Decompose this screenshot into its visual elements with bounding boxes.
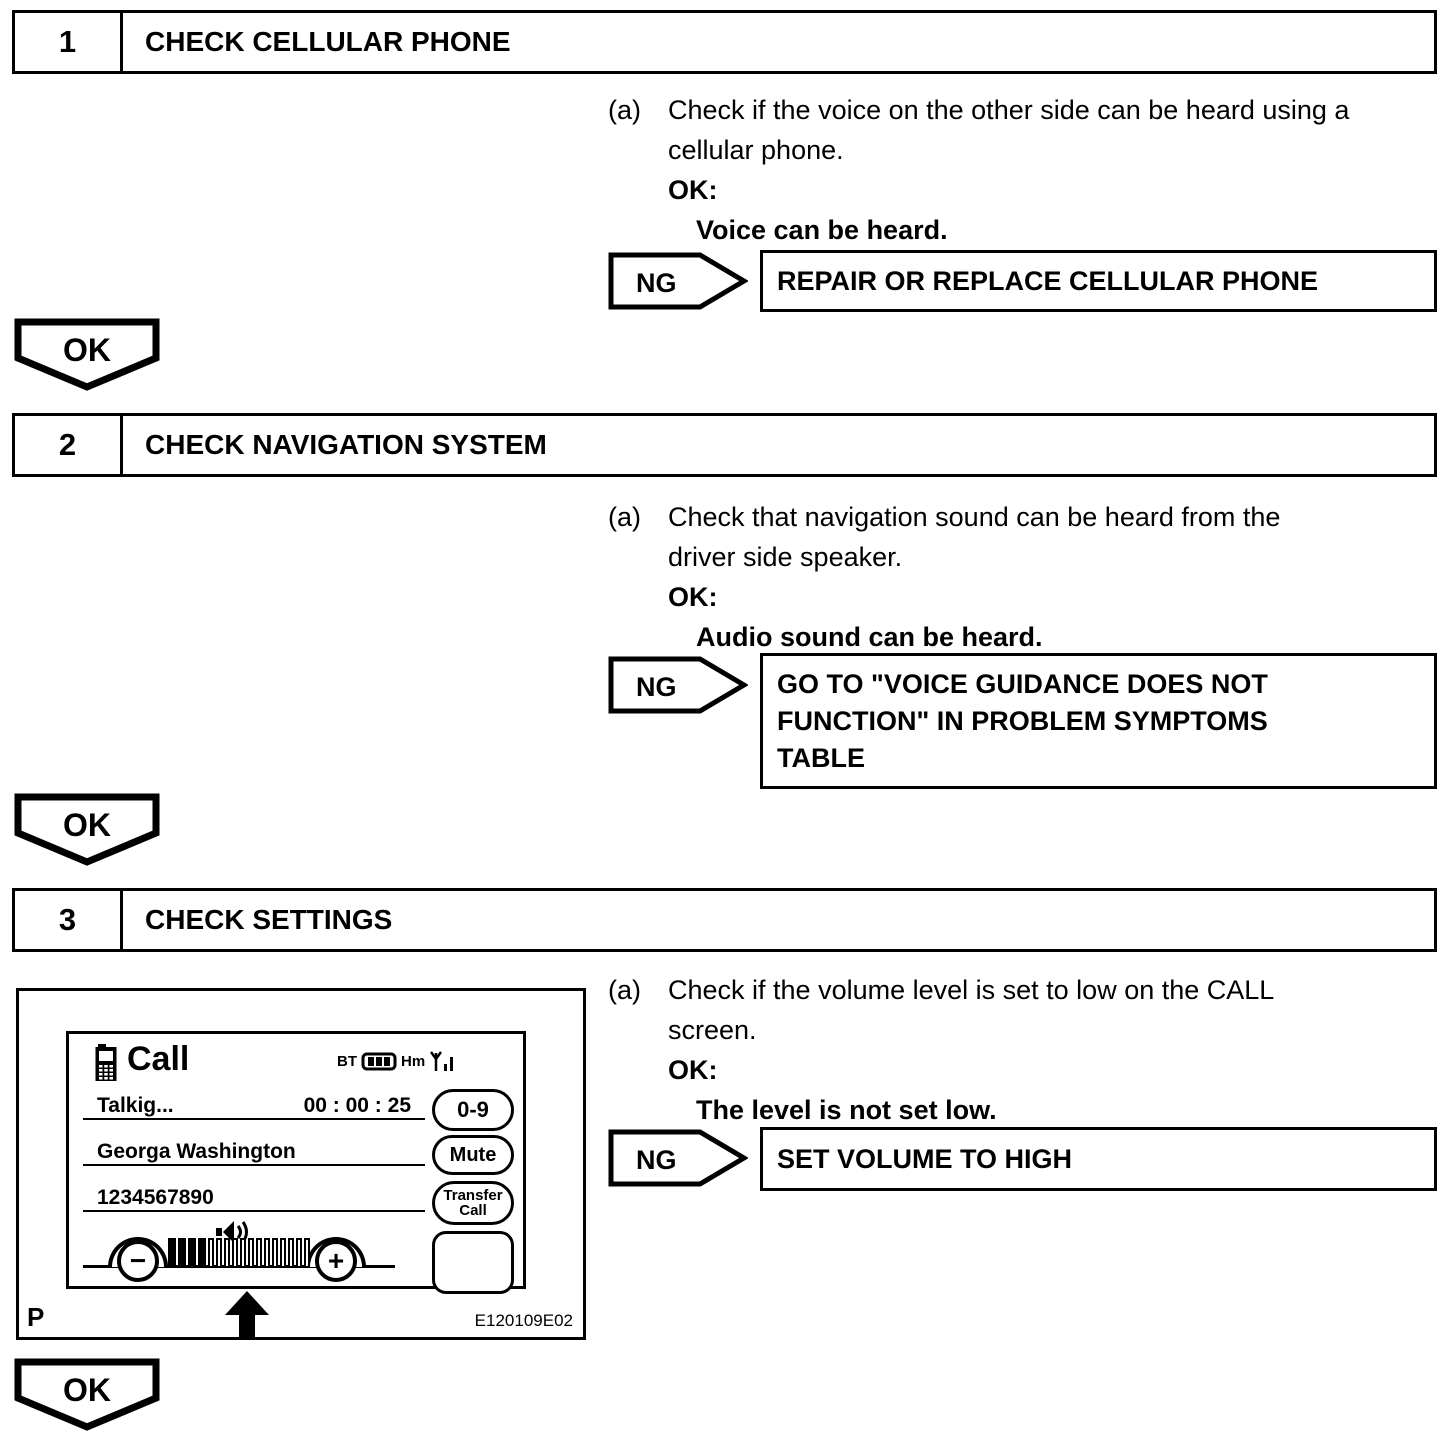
volume-segment [264, 1238, 270, 1268]
ng-action-line: TABLE [777, 742, 865, 773]
volume-segment [168, 1238, 176, 1268]
mute-button: Mute [432, 1135, 514, 1175]
instruction-line: cellular phone. [668, 135, 844, 165]
ng-action-line: GO TO "VOICE GUIDANCE DOES NOT [777, 668, 1268, 699]
volume-segment [288, 1238, 294, 1268]
ng-label: NG [636, 672, 677, 702]
ok-connector: OK [14, 318, 160, 391]
call-state-row: Talkig... 00 : 00 : 25 [83, 1092, 425, 1120]
caller-name-row: Georga Washington [83, 1138, 425, 1166]
instruction-marker: (a) [608, 95, 641, 125]
step-3-header: 3 CHECK SETTINGS [12, 888, 1437, 952]
volume-segment [240, 1238, 246, 1268]
volume-segment [198, 1238, 206, 1268]
volume-plus-button: + [315, 1240, 357, 1282]
volume-segment [178, 1238, 186, 1268]
instruction-marker: (a) [608, 975, 641, 1005]
transfer-label-line2: Call [459, 1202, 487, 1219]
battery-icon [361, 1052, 397, 1070]
instruction-marker: (a) [608, 502, 641, 532]
caller-number: 1234567890 [97, 1186, 214, 1209]
ok-condition: Audio sound can be heard. [696, 622, 1043, 652]
ng-label: NG [636, 268, 677, 298]
signal-icon [430, 1051, 454, 1071]
volume-segment [272, 1238, 278, 1268]
ng-action-line: FUNCTION" IN PROBLEM SYMPTOMS [777, 705, 1268, 736]
volume-segment [224, 1238, 230, 1268]
ng-arrow: NG [608, 252, 748, 310]
pointer-arrow-icon [225, 1291, 269, 1338]
instruction-line: Check if the voice on the other side can… [668, 95, 1350, 125]
ok-heading: OK: [668, 1055, 718, 1085]
hm-label: Hm [401, 1052, 426, 1070]
transfer-label-line1: Transfer [443, 1187, 503, 1204]
volume-minus-button: − [117, 1240, 159, 1282]
volume-segment [188, 1238, 196, 1268]
volume-segment [232, 1238, 238, 1268]
bt-label: BT [337, 1052, 357, 1070]
step-number: 2 [15, 416, 123, 474]
step-title: CHECK SETTINGS [145, 904, 393, 935]
instruction-line: screen. [668, 1015, 757, 1045]
figure-call-screen: Call BT Hm Talkig... [16, 988, 586, 1340]
instruction-line: Check that navigation sound can be heard… [668, 502, 1281, 532]
step-3-instruction: (a) Check if the volume level is set to … [608, 970, 1274, 1130]
ok-label: OK [63, 1372, 111, 1408]
status-bar: BT Hm [337, 1050, 455, 1072]
caller-name: Georga Washington [97, 1140, 296, 1163]
ng-arrow: NG [608, 656, 748, 714]
ok-condition: Voice can be heard. [696, 215, 948, 245]
ng-arrow: NG [608, 1129, 748, 1187]
ok-label: OK [63, 332, 111, 368]
screen-title: Call [127, 1040, 190, 1078]
volume-segment [256, 1238, 262, 1268]
volume-segment [304, 1238, 310, 1268]
ng-label: NG [636, 1145, 677, 1175]
step-number: 1 [15, 13, 123, 71]
step-2-header: 2 CHECK NAVIGATION SYSTEM [12, 413, 1437, 477]
volume-segment [208, 1238, 214, 1268]
phone-icon [95, 1044, 117, 1081]
call-timer: 00 : 00 : 25 [303, 1094, 411, 1117]
step-1-header: 1 CHECK CELLULAR PHONE [12, 10, 1437, 74]
volume-segment [248, 1238, 254, 1268]
ng-action-line: SET VOLUME TO HIGH [777, 1143, 1073, 1174]
instruction-line: Check if the volume level is set to low … [668, 975, 1275, 1005]
step-number: 3 [15, 891, 123, 949]
step-1-instruction: (a) Check if the voice on the other side… [608, 90, 1349, 250]
ng-action-line: REPAIR OR REPLACE CELLULAR PHONE [777, 265, 1319, 296]
caller-number-row: 1234567890 [83, 1184, 425, 1212]
step-title: CHECK NAVIGATION SYSTEM [145, 429, 547, 460]
ok-heading: OK: [668, 175, 718, 205]
transfer-call-button: Transfer Call [432, 1181, 514, 1225]
ng-action-box: GO TO "VOICE GUIDANCE DOES NOT FUNCTION"… [760, 653, 1437, 789]
volume-segment [216, 1238, 222, 1268]
ok-heading: OK: [668, 582, 718, 612]
ok-connector: OK [14, 793, 160, 866]
instruction-line: driver side speaker. [668, 542, 903, 572]
volume-bar-strip [168, 1236, 312, 1268]
ok-condition: The level is not set low. [696, 1095, 997, 1125]
digits-button: 0-9 [432, 1089, 514, 1131]
step-2-instruction: (a) Check that navigation sound can be h… [608, 497, 1280, 657]
step-title: CHECK CELLULAR PHONE [145, 26, 511, 57]
nav-screen: Call BT Hm Talkig... [66, 1031, 526, 1294]
figure-corner-label: P [27, 1302, 45, 1332]
volume-baseline [83, 1265, 395, 1268]
figure-id: E120109E02 [474, 1311, 573, 1330]
volume-segment [280, 1238, 286, 1268]
ng-action-box: REPAIR OR REPLACE CELLULAR PHONE [760, 250, 1437, 312]
ok-label: OK [63, 807, 111, 843]
volume-segment [296, 1238, 302, 1268]
blank-button [432, 1231, 514, 1294]
call-state: Talkig... [97, 1094, 174, 1117]
ok-connector: OK [14, 1358, 160, 1431]
ng-action-box: SET VOLUME TO HIGH [760, 1127, 1437, 1191]
